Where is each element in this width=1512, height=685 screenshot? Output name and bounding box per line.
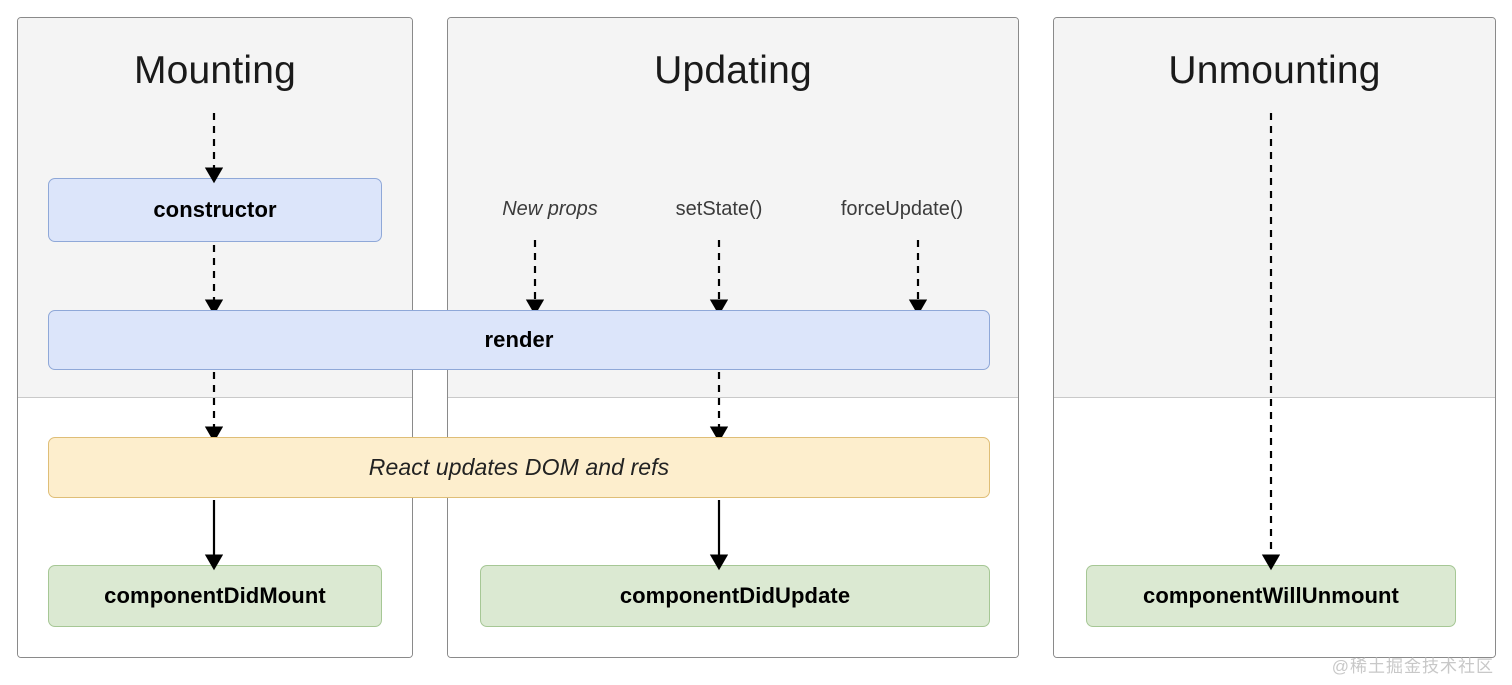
panel-title-mounting: Mounting — [133, 49, 297, 92]
watermark: @稀土掘金技术社区 — [1331, 657, 1494, 676]
panel-title-unmounting: Unmounting — [1168, 49, 1381, 92]
node-constructor[interactable]: constructor — [48, 178, 382, 242]
node-component-did-mount[interactable]: componentDidMount — [48, 565, 382, 627]
node-render[interactable]: render — [48, 310, 990, 370]
node-react-updates-dom-and-refs[interactable]: React updates DOM and refs — [48, 437, 990, 498]
panel-unmounting: Unmounting — [1053, 17, 1496, 658]
node-component-did-update[interactable]: componentDidUpdate — [480, 565, 990, 627]
trigger-label-new-props: New props — [502, 198, 598, 220]
trigger-label-set-state: setState() — [675, 198, 763, 220]
panel-unmounting-upper-region — [1054, 18, 1495, 398]
node-component-will-unmount[interactable]: componentWillUnmount — [1086, 565, 1456, 627]
panel-title-updating: Updating — [654, 49, 812, 92]
trigger-label-force-update: forceUpdate() — [840, 198, 964, 220]
